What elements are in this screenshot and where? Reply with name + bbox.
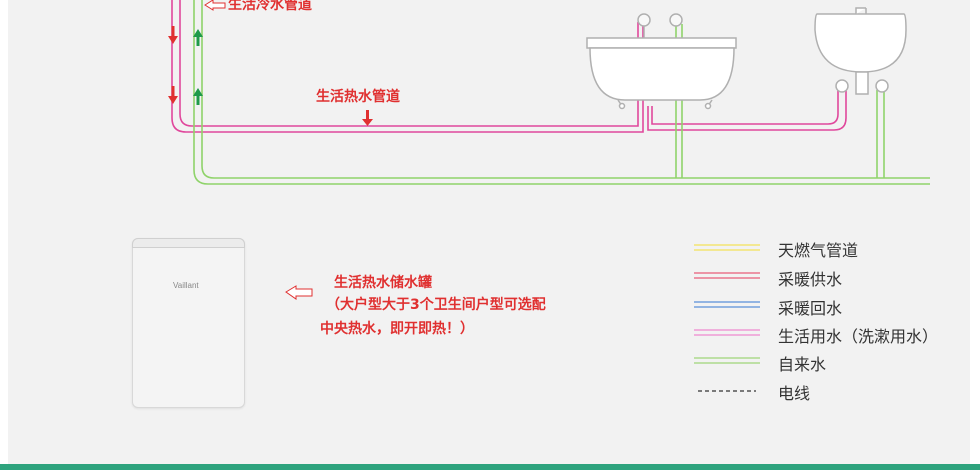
legend-swatch-heating-supply [694,272,760,279]
hot-water-tank: Vaillant [132,238,245,408]
tank-brand-logo: Vaillant [173,281,199,290]
legend-swatch-tap-water [694,357,760,364]
cold-flow-arrow-1 [193,29,203,46]
cold-flow-arrow-2 [193,88,203,105]
bathtub-icon [586,13,737,110]
tank-pointer-arrow-icon [285,285,313,300]
hot-water-pipe [171,0,847,133]
footer-accent-bar [0,464,980,470]
legend-label-domestic-water: 生活用水（洗漱用水） [778,327,939,346]
legend-swatch-domestic-water [694,329,760,336]
cold-pipe-label: 生活冷水管道 [228,0,312,13]
hot-flow-arrow-1 [168,26,178,44]
legend-label-gas: 天燃气管道 [778,241,859,260]
hot-label-down-arrow-icon [362,110,373,126]
legend-swatch-gas [694,244,760,251]
cold-label-arrow-icon [204,0,226,11]
tank-note-line-1: （大户型大于3个卫生间户型可选配 [326,297,546,313]
legend-label-tap-water: 自来水 [778,355,827,374]
legend-label-heating-supply: 采暖供水 [778,270,843,289]
legend-label-heating-return: 采暖回水 [778,299,843,318]
hot-flow-arrow-2 [168,86,178,104]
legend-label-electric: 电线 [778,384,811,403]
hot-pipe-label: 生活热水管道 [316,89,400,105]
tank-note-line-2: 中央热水，即开即热！） [320,321,474,337]
sink-icon [814,7,907,95]
tank-lid [132,238,245,248]
legend-swatch-heating-return [694,301,760,308]
tank-title: 生活热水储水罐 [334,275,432,291]
